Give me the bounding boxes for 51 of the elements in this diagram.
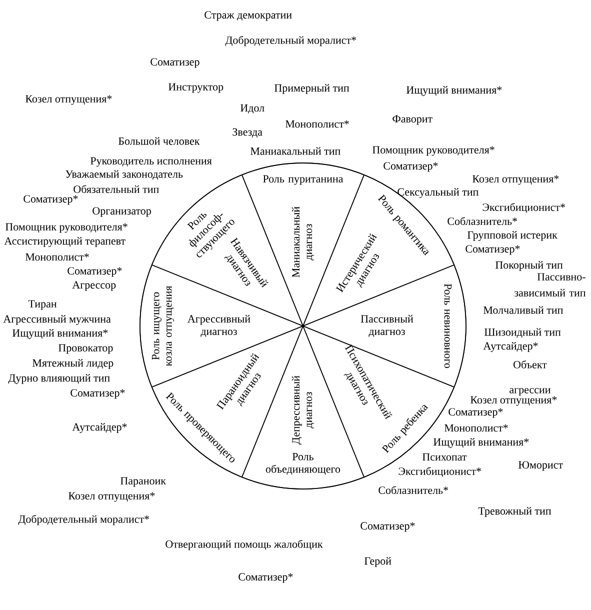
term-label: Козел отпущения* (472, 175, 559, 185)
term-label: Объект агрессии (510, 360, 551, 396)
term-label: Аутсайдер* (72, 423, 127, 433)
term-label: Большой человек (118, 137, 200, 145)
term-label: Примерный тип (274, 84, 350, 94)
term-label: Эксгибиционист* (482, 203, 565, 213)
term-label: Пассивно- зависимый тип (514, 273, 586, 296)
term-label: Соматизер* (68, 267, 122, 277)
term-label: Добродетельный моралист* (225, 36, 356, 46)
term-label: Тревожный тип (478, 507, 552, 517)
term-label: Соматизер* (360, 522, 415, 532)
term-label: Групповой истерик (468, 231, 558, 241)
term-label: Звезда (232, 128, 262, 138)
term-label: Молчаливый тип (484, 306, 563, 314)
term-label: Покорный тип (496, 261, 563, 271)
term-label: Соблазнитель* (378, 486, 448, 494)
term-label: Ищущий внимания* (406, 86, 502, 96)
term-label: Отвергающий помощь жалобщик (166, 540, 323, 550)
term-label: Аутсайдер* (483, 342, 538, 352)
term-label: Агрессивный мужчина (3, 315, 111, 325)
term-label: Соматизер (150, 58, 200, 68)
term-label: Соматизер* (384, 162, 438, 172)
term-label: Добродетельный моралист* (18, 514, 150, 526)
term-label: Шизоидный тип (484, 328, 561, 338)
term-label: Руководитель исполнения (90, 157, 212, 167)
term-label: Юморист (518, 461, 563, 471)
term-label: Агрессор (72, 281, 116, 291)
term-label: Козел отпущения* (470, 396, 557, 406)
term-label: Монополист* (26, 253, 89, 261)
term-label: Инструктор (168, 83, 224, 93)
term-label: Ищущий внимания* (12, 329, 108, 339)
term-label: Маниакальный тип (250, 147, 340, 155)
term-label: Провокатор (58, 344, 113, 354)
term-label: Фаворит (392, 115, 432, 125)
term-label: Мятежный лидер (32, 359, 114, 369)
term-label: Соматизер* (466, 245, 520, 255)
term-label: Соматизер* (238, 573, 293, 583)
term-label: Монополист* (286, 120, 349, 128)
term-label: Козел отпущения* (68, 492, 155, 502)
term-label: Козел отпущения* (26, 95, 112, 105)
term-label: Идол (240, 104, 264, 114)
term-label: Помощник руководителя* (372, 146, 494, 156)
term-label: Ассистирующий терапевт (4, 237, 126, 247)
term-label: Тиран (28, 300, 57, 310)
term-label: Герой (364, 557, 392, 567)
term-label: Соматизер* (24, 195, 78, 205)
term-label: Страж демократии (204, 11, 292, 21)
term-label: Соматизер* (70, 389, 125, 399)
term-label: Дурно влияющий тип (8, 374, 110, 384)
term-label: Параноик (120, 477, 166, 487)
term-label: Помощник руководителя* (6, 223, 128, 233)
